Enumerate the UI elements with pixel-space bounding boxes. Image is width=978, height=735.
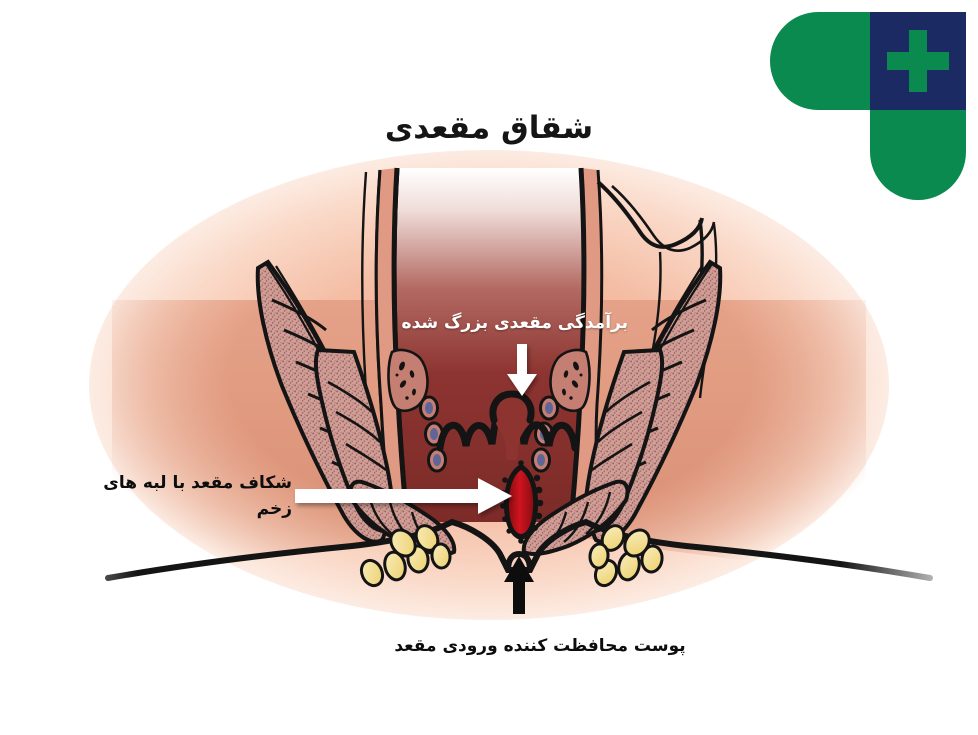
annotation-protective-skin: پوست محافظت کننده ورودی مقعد <box>394 636 686 656</box>
perianal-fat-right <box>588 524 664 588</box>
rectal-lumen <box>395 168 583 522</box>
right-arrow-white <box>295 478 512 514</box>
up-arrow-black <box>504 556 534 614</box>
annotation-enlarged-papilla: برآمدگی مقعدی بزرگ شده <box>401 313 628 333</box>
medical-clinic-logo[interactable] <box>766 8 970 204</box>
vessel-speckles-left <box>395 361 416 400</box>
vessel-speckles-right <box>562 361 583 400</box>
page-title: شقاق مقعدی <box>384 110 594 146</box>
annotation-anal-fissure: شکاف مقعد با لبه های زخم <box>103 473 292 520</box>
right-muscle-complex <box>521 259 723 556</box>
fissure-ragged-edges <box>500 460 544 544</box>
internal-sphincter-lines-left <box>327 380 387 472</box>
down-arrow-white <box>507 344 537 396</box>
anal-fissure <box>500 460 544 544</box>
perianal-fat-left <box>359 524 452 588</box>
internal-sphincter-lines-right <box>591 380 651 472</box>
left-muscle-complex <box>255 259 457 556</box>
logo-green-bottom-shape <box>870 110 966 200</box>
hemorrhoidal-veins-right <box>531 348 591 473</box>
plus-icon <box>887 30 949 92</box>
logo-green-left-shape <box>770 12 870 110</box>
enlarged-anal-papilla <box>489 390 535 460</box>
